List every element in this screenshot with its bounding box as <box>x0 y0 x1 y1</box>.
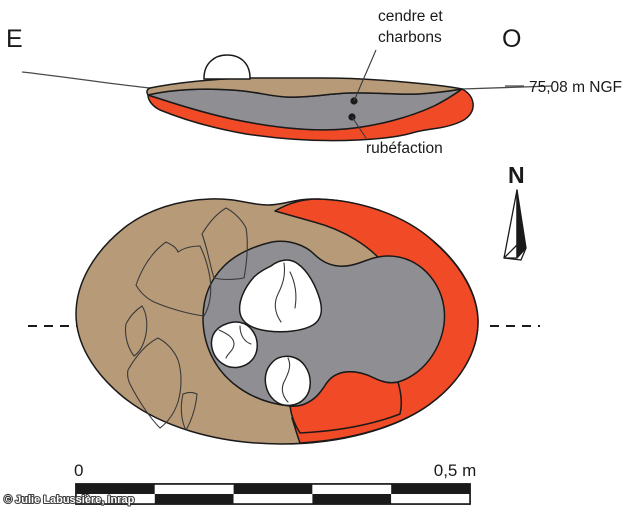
plan-stone-small-left-crack <box>218 329 235 359</box>
scale-seg-bottom-3 <box>233 494 313 504</box>
plan-stone-large <box>238 259 323 333</box>
plan-stone-small-bottom <box>264 355 311 407</box>
cross-section-group <box>21 49 553 142</box>
scale-seg-bottom-2 <box>154 494 234 504</box>
scale-min-label: 0 <box>74 461 83 480</box>
section-direction-east: E <box>6 25 23 53</box>
plan-stone-large-crack-2 <box>289 271 297 309</box>
north-arrow-tail <box>503 244 527 261</box>
terracotta-fragment-5 <box>180 391 198 431</box>
scale-seg-top-5 <box>391 484 470 494</box>
plan-stone-large-crack <box>274 262 286 323</box>
credit-label: © Julie Labussière, Inrap <box>4 494 135 506</box>
elevation-label: 75,08 m NGF <box>529 79 622 96</box>
north-arrow-right-half <box>516 189 527 259</box>
annotation-ash-line2: charbons <box>378 29 442 46</box>
scale-bar-group <box>75 483 471 505</box>
terracotta-fragment-1 <box>135 241 212 317</box>
section-stone <box>203 54 251 80</box>
terracotta-fragment-4 <box>127 337 182 429</box>
annotation-rubefaction-label: rubéfaction <box>366 140 443 157</box>
annotation-ash-line1: cendre et <box>378 8 443 25</box>
plan-view-group <box>28 198 540 445</box>
compass-north-label: N <box>508 162 525 188</box>
scale-max-label: 0,5 m <box>434 461 477 480</box>
annotation-leader-ash <box>353 49 377 102</box>
ground-surface-line-right <box>461 85 553 90</box>
plan-rubefaction-tongue <box>289 371 403 434</box>
section-direction-west: O <box>502 25 521 53</box>
annotation-leader-rubefaction <box>351 116 367 139</box>
scale-seg-top-1 <box>76 484 155 494</box>
compass-north-arrow <box>503 189 527 261</box>
scale-seg-top-3 <box>233 484 313 494</box>
section-layer-sediment <box>146 77 463 98</box>
plan-stone-small-bottom-crack <box>281 357 291 403</box>
scale-seg-top-4 <box>312 484 392 494</box>
scale-bar-frame-overlay <box>75 483 471 505</box>
scale-seg-bottom-1 <box>76 494 155 504</box>
scale-seg-bottom-4 <box>312 494 392 504</box>
plan-stone-small-left-crack-2 <box>239 325 252 345</box>
terracotta-fragment-3 <box>124 305 148 357</box>
terracotta-fragment-2 <box>201 207 248 281</box>
scale-seg-bottom-5 <box>391 494 470 504</box>
scale-seg-top-2 <box>154 484 234 494</box>
ground-surface-line <box>21 71 151 89</box>
